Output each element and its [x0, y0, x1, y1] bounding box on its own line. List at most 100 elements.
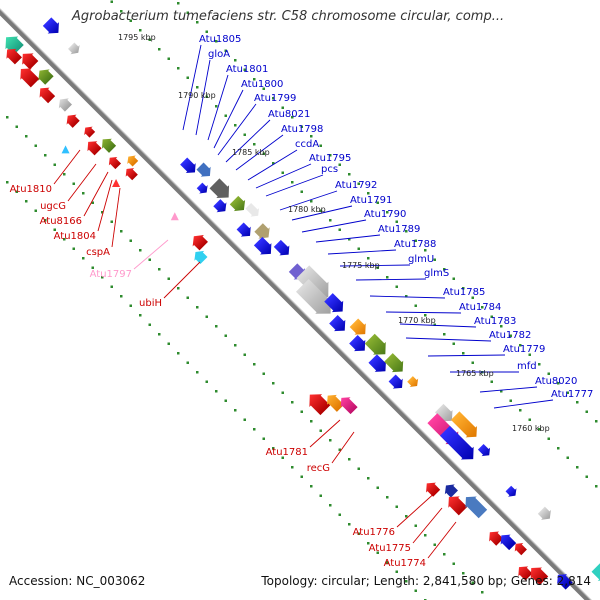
reverse-label-leader — [331, 431, 355, 464]
track-dot — [386, 211, 389, 214]
track-dot — [348, 173, 351, 176]
track-dot — [291, 116, 294, 119]
track-dot — [186, 296, 189, 299]
track-dot — [433, 543, 436, 546]
track-dot — [319, 429, 322, 432]
track-dot — [262, 372, 265, 375]
track-dot — [395, 570, 398, 573]
track-dot — [129, 19, 132, 22]
track-dot — [300, 475, 303, 478]
label-leaders — [53, 44, 554, 559]
track-dot — [262, 87, 265, 90]
track-dot — [319, 209, 322, 212]
genome-backbone-highlight — [0, 8, 592, 600]
reverse-gene-arrow — [530, 567, 549, 585]
forward-gene-arrow — [180, 157, 196, 174]
reverse-gene-arrow — [192, 235, 208, 251]
reverse-gene-label: cspA — [86, 247, 110, 258]
forward-gene-label: Atu8021 — [268, 109, 310, 120]
track-dot — [186, 11, 189, 14]
track-dot — [234, 344, 237, 347]
track-dot — [215, 40, 218, 43]
track-dot — [519, 409, 522, 412]
track-dot — [329, 219, 332, 222]
reverse-gene-arrow — [426, 482, 441, 497]
reverse-gene-arrow — [38, 69, 54, 85]
track-dot — [224, 399, 227, 402]
forward-gene-arrow — [450, 411, 477, 438]
kbp-tick-label: 1760 kbp — [512, 424, 550, 433]
track-dot — [139, 314, 142, 317]
reverse-gene-arrow — [194, 250, 208, 265]
track-dot — [53, 163, 56, 166]
kbp-tick-label: 1795 kbp — [118, 33, 156, 42]
track-dot — [205, 30, 208, 33]
reverse-gene-arrow — [514, 543, 527, 556]
track-dot — [272, 447, 275, 450]
track-dot — [139, 29, 142, 32]
track-dot — [300, 125, 303, 128]
track-dot — [120, 295, 123, 298]
track-dot — [234, 124, 237, 127]
forward-gene-arrow — [324, 293, 344, 313]
forward-label-leader — [355, 278, 427, 281]
track-dot — [6, 116, 9, 119]
track-dot — [338, 448, 341, 451]
track-dot — [91, 266, 94, 269]
reverse-label-leader — [67, 163, 97, 202]
track-dot — [167, 277, 170, 280]
track-dot — [158, 48, 161, 51]
forward-gene-label: Atu1789 — [378, 224, 420, 235]
track-dot — [177, 352, 180, 355]
forward-label-leader — [479, 386, 538, 393]
reverse-gene-arrow — [20, 68, 40, 88]
track-dot — [167, 57, 170, 60]
reverse-gene-arrow — [444, 484, 458, 498]
track-dot — [595, 420, 598, 423]
track-dot — [414, 239, 417, 242]
track-dot — [310, 135, 313, 138]
track-dot — [348, 523, 351, 526]
track-dot — [272, 382, 275, 385]
reverse-gene-arrow — [500, 534, 517, 551]
track-dot — [158, 268, 161, 271]
forward-gene-arrow — [254, 223, 270, 239]
forward-label-leader — [265, 174, 324, 197]
track-dot — [63, 173, 66, 176]
track-dot — [139, 249, 142, 252]
track-dot — [110, 285, 113, 288]
forward-label-leader — [405, 337, 492, 342]
reverse-label-leader — [53, 149, 81, 185]
reverse-gene-label: Atu1804 — [54, 231, 96, 242]
track-dot — [424, 314, 427, 317]
track-dot — [129, 304, 132, 307]
track-dot — [148, 323, 151, 326]
track-dot — [433, 258, 436, 261]
map-title: Agrobacterium tumefaciens str. C58 chrom… — [72, 9, 505, 24]
forward-gene-label: Atu1798 — [281, 124, 323, 135]
track-dot — [452, 562, 455, 565]
forward-gene-arrow — [434, 403, 453, 422]
track-dot — [44, 219, 47, 222]
track-dot — [462, 572, 465, 575]
track-dot — [405, 230, 408, 233]
track-dot — [158, 333, 161, 336]
forward-gene-arrow — [349, 335, 366, 352]
track-dot — [595, 485, 598, 488]
forward-gene-arrow — [537, 506, 551, 520]
track-dot — [196, 306, 199, 309]
forward-gene-label: Atu8020 — [535, 376, 577, 387]
track-dot — [547, 437, 550, 440]
track-dot — [234, 409, 237, 412]
track-dot — [82, 192, 85, 195]
track-dot — [376, 266, 379, 269]
forward-label-leader — [247, 149, 298, 181]
track-dot — [291, 466, 294, 469]
track-dot — [367, 542, 370, 545]
reverse-gene-label: Atu1775 — [369, 543, 411, 554]
track-dot — [234, 59, 237, 62]
track-dot — [329, 504, 332, 507]
reverse-gene-arrow — [39, 87, 56, 104]
forward-gene-label: Atu1788 — [394, 239, 436, 250]
forward-gene-arrow — [364, 333, 386, 355]
